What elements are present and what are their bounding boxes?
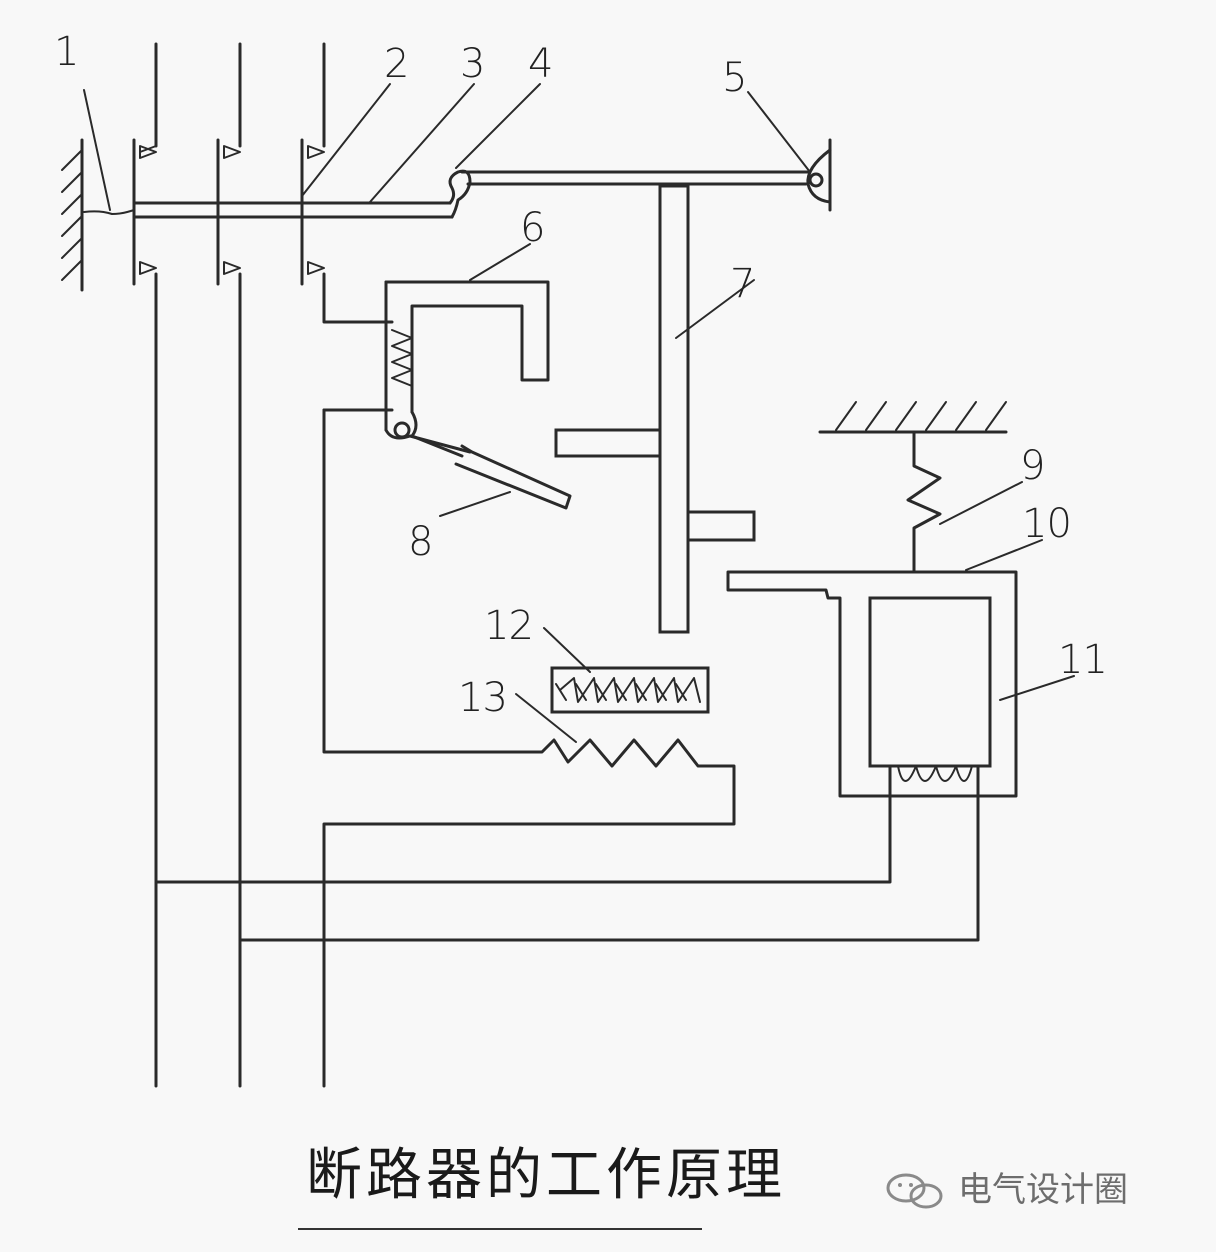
phase-lines	[154, 42, 394, 1088]
heating-element-13	[322, 408, 736, 1088]
label-11: 11	[1058, 637, 1108, 683]
label-8: 8	[408, 519, 433, 565]
label-7: 7	[730, 261, 755, 307]
left-wall	[61, 138, 84, 292]
label-2: 2	[384, 41, 409, 87]
overcurrent-trip	[322, 280, 572, 510]
label-6: 6	[520, 205, 545, 251]
trip-rod	[554, 182, 756, 634]
wechat-icon	[886, 1173, 943, 1209]
label-5: 5	[722, 55, 747, 101]
spring-1	[83, 209, 135, 215]
label-12: 12	[484, 603, 534, 649]
label-13: 13	[458, 675, 508, 721]
leader-lines	[83, 83, 1075, 743]
pivot-5	[806, 138, 832, 212]
label-4: 4	[528, 41, 553, 87]
caption-underline	[298, 1228, 702, 1230]
label-10: 10	[1022, 501, 1072, 547]
fixed-contacts	[139, 145, 325, 275]
watermark-text: 电气设计圈	[958, 1170, 1128, 1210]
bimetal-12	[550, 666, 710, 714]
label-1: 1	[54, 29, 79, 75]
undervoltage-spring	[818, 401, 1008, 574]
undervoltage-coil	[154, 570, 1018, 942]
watermark: 电气设计圈	[880, 1170, 1128, 1210]
label-9: 9	[1020, 443, 1045, 489]
label-3: 3	[460, 41, 485, 87]
contact-bar	[132, 138, 812, 286]
diagram-caption: 断路器的工作原理	[306, 1143, 786, 1208]
